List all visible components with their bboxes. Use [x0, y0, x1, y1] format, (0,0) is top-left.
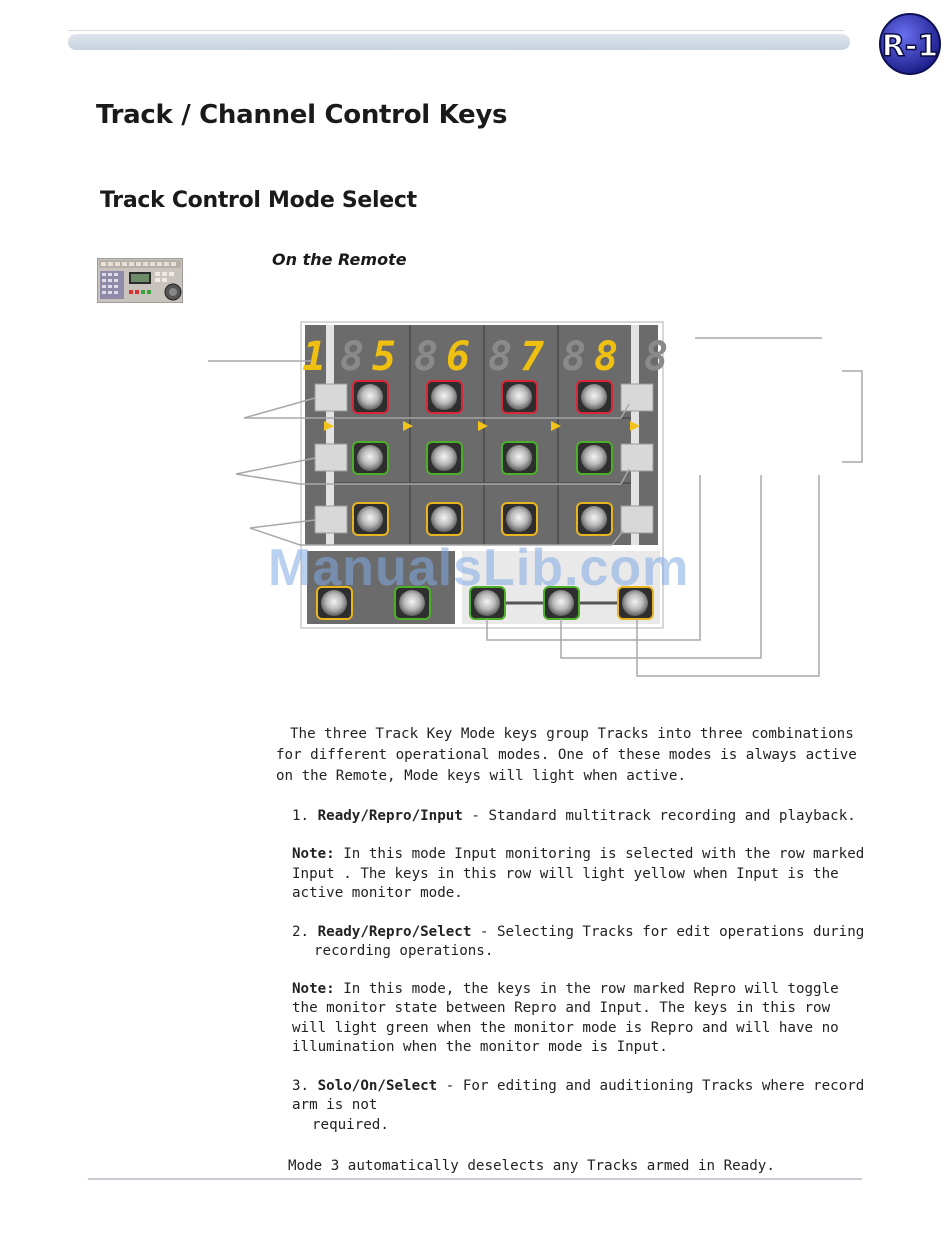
mode-item-2: 2. Ready/Repro/Select - Selecting Tracks… — [292, 923, 866, 962]
mode-key-right-3 — [620, 505, 654, 534]
display-digit: 1 — [302, 334, 326, 380]
item-text: - Standard multitrack recording and play… — [462, 808, 856, 824]
display-digit: 6 — [446, 334, 470, 380]
item-heading: Ready/Repro/Input — [317, 808, 463, 824]
item-heading: Solo/On/Select — [317, 1077, 438, 1094]
note-label: Note: — [292, 980, 335, 997]
note-1: Note: In this mode Input monitoring is s… — [292, 845, 866, 904]
item-heading: Ready/Repro/Select — [317, 923, 472, 940]
mode-item-1: 1. Ready/Repro/Input - Standard multitra… — [292, 806, 866, 827]
mode-item-3: 3. Solo/On/Select - For editing and audi… — [292, 1077, 866, 1136]
item-number: 1. — [292, 808, 310, 824]
display-digit: 5 — [372, 334, 396, 380]
item-number: 3. — [292, 1077, 310, 1094]
svg-text:8: 8 — [340, 334, 364, 380]
mode-key-left-1 — [314, 383, 348, 412]
display-digit: 7 — [520, 334, 544, 380]
item-text: - Selecting Tracks for edit operations d… — [471, 923, 865, 940]
outro-paragraph: Mode 3 automatically deselects any Track… — [288, 1158, 775, 1174]
item-number: 2. — [292, 923, 310, 940]
body-text: The three Track Key Mode keys group Trac… — [276, 724, 866, 1177]
svg-text:8: 8 — [488, 334, 512, 380]
item-text: - For editing and auditioning Tracks whe… — [292, 1077, 865, 1114]
header-rule — [68, 30, 844, 31]
footer-rule — [88, 1178, 862, 1180]
remote-label: On the Remote — [272, 250, 407, 269]
mode-key-left-3 — [314, 505, 348, 534]
display-digit: 8 — [594, 334, 618, 380]
note-label: Note: — [292, 846, 335, 862]
svg-text:8: 8 — [644, 334, 668, 380]
right-rail — [631, 325, 639, 545]
callout-lines — [208, 337, 863, 677]
track-key-diagram: 1 8 5 8 6 8 7 8 8 8 — [208, 321, 863, 677]
svg-text:8: 8 — [414, 334, 438, 380]
item-continuation: recording operations. — [314, 943, 494, 959]
mode-key-right-2 — [620, 443, 654, 472]
logo-text: R-1 — [882, 29, 938, 64]
page-title: Track / Channel Control Keys — [96, 100, 508, 130]
mode-key-right-1 — [620, 383, 654, 412]
intro-paragraph: The three Track Key Mode keys group Trac… — [276, 726, 857, 784]
r1-logo-icon: R-1 — [879, 13, 941, 75]
note-text: In this mode, the keys in the row marked… — [292, 980, 839, 1056]
note-text: In this mode Input monitoring is selecte… — [292, 846, 865, 901]
mode-key-left-2 — [314, 443, 348, 472]
left-rail — [326, 325, 334, 545]
svg-text:8: 8 — [562, 334, 586, 380]
header-bar — [68, 34, 850, 50]
note-2: Note: In this mode, the keys in the row … — [292, 980, 866, 1058]
item-continuation: required. — [312, 1116, 389, 1133]
section-title: Track Control Mode Select — [100, 188, 417, 213]
remote-thumbnail-icon — [97, 258, 183, 303]
